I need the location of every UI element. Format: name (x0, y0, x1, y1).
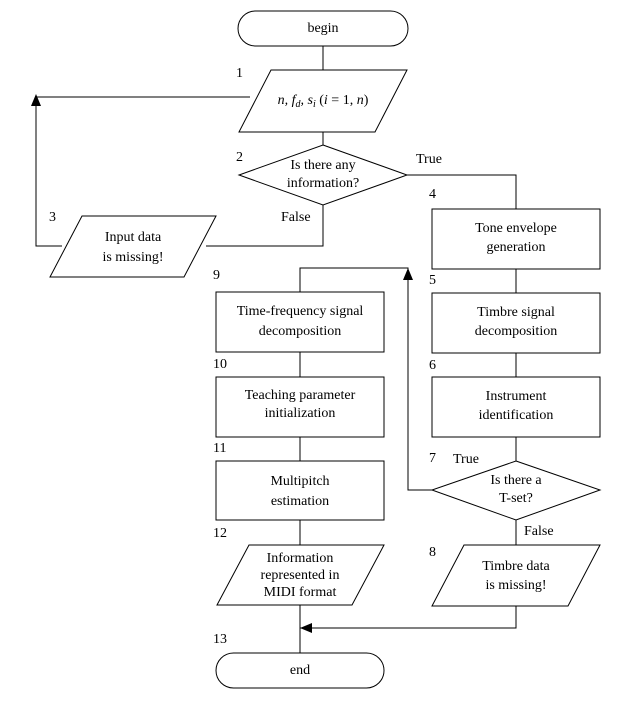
step-number-11: 11 (213, 441, 226, 456)
instrument-identification-line-1: Instrument (486, 389, 547, 404)
time-frequency-decomposition-block (215, 291, 385, 353)
time-frequency-line-2: decomposition (259, 324, 341, 339)
arrowhead-loop-up (31, 94, 41, 106)
multipitch-line-2: estimation (271, 494, 329, 509)
step-number-2: 2 (236, 150, 243, 165)
connector-false-to-missing-input (206, 205, 324, 247)
condition-false-information: False (281, 210, 311, 225)
tone-envelope-line-2: generation (486, 240, 545, 255)
step-number-13: 13 (213, 632, 227, 647)
connectors (31, 46, 517, 653)
step-number-7: 7 (429, 451, 436, 466)
step-number-3: 3 (49, 210, 56, 225)
end-label: end (290, 663, 310, 678)
decision-tset-line-2: T-set? (499, 491, 533, 506)
connector-true-to-tone-envelope (407, 174, 517, 209)
step-number-8: 8 (429, 545, 436, 560)
decision-tset-line-1: Is there a (490, 473, 542, 488)
begin-terminal (237, 10, 409, 47)
arrowhead-tset-loop-up (403, 268, 413, 280)
step-number-6: 6 (429, 358, 436, 373)
teaching-parameter-line-2: initialization (265, 406, 336, 421)
decision-information (237, 144, 409, 206)
midi-output-block (216, 544, 385, 606)
input-parameters-label: n, fd, si (i = 1, n) (278, 93, 369, 110)
step-number-12: 12 (213, 526, 227, 541)
step-number-10: 10 (213, 357, 227, 372)
timbre-decomposition-line-1: Timbre signal (477, 305, 555, 320)
instrument-identification-block (431, 376, 601, 438)
multipitch-line-1: Multipitch (270, 474, 329, 489)
step-number-9: 9 (213, 268, 220, 283)
step-number-1: 1 (236, 66, 243, 81)
connector-missing-timbre-to-end (300, 606, 517, 629)
arrowhead-into-end (300, 623, 312, 633)
missing-timbre-line-1: Timbre data (482, 559, 550, 574)
end-terminal (215, 652, 385, 689)
missing-input-line-2: is missing! (102, 250, 163, 265)
midi-output-line-1: Information (267, 551, 334, 566)
step-number-4: 4 (429, 187, 436, 202)
midi-output-line-3: MIDI format (264, 585, 337, 600)
tone-envelope-line-1: Tone envelope (475, 221, 557, 236)
timbre-decomposition-block (431, 292, 601, 354)
teaching-parameter-block (215, 376, 385, 438)
condition-false-tset: False (524, 524, 554, 539)
instrument-identification-line-2: identification (479, 408, 554, 423)
missing-timbre-block (431, 544, 601, 607)
tone-envelope-block (431, 208, 601, 270)
input-parameters-block (238, 69, 408, 133)
missing-input-line-1: Input data (105, 230, 162, 245)
condition-true-tset: True (453, 452, 479, 467)
midi-output-line-2: represented in (261, 568, 340, 583)
begin-label: begin (307, 21, 338, 36)
teaching-parameter-line-1: Teaching parameter (245, 388, 356, 403)
time-frequency-line-1: Time-frequency signal (237, 304, 364, 319)
missing-timbre-line-2: is missing! (485, 578, 546, 593)
condition-true-information: True (416, 152, 442, 167)
timbre-decomposition-line-2: decomposition (475, 324, 557, 339)
missing-input-block (49, 215, 217, 278)
decision-tset (430, 460, 602, 521)
connector-missing-input-loop (35, 96, 250, 247)
step-number-5: 5 (429, 273, 436, 288)
decision-information-line-1: Is there any (290, 158, 355, 173)
multipitch-estimation-block (215, 460, 385, 521)
decision-information-line-2: information? (287, 176, 359, 191)
